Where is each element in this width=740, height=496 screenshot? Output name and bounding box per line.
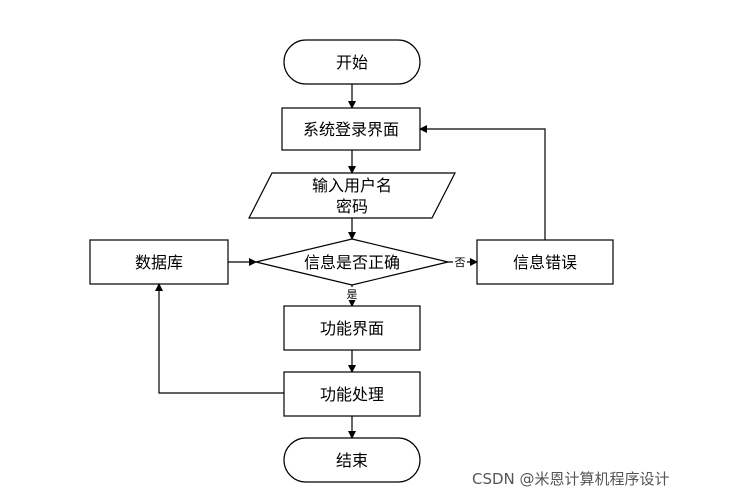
database-node: 数据库 <box>89 239 229 285</box>
login-node: 系统登录界面 <box>281 107 421 151</box>
edge-funcproc-database <box>155 283 284 394</box>
start-label: 开始 <box>336 53 368 72</box>
no-label-bg <box>453 255 467 269</box>
func-proc-node: 功能处理 <box>283 371 421 417</box>
check-label: 信息是否正确 <box>304 253 400 272</box>
func-ui-node: 功能界面 <box>283 305 421 351</box>
func-ui-label: 功能界面 <box>320 319 384 338</box>
check-node: 信息是否正确 <box>255 238 449 286</box>
end-label: 结束 <box>336 451 368 470</box>
input-label-line1: 输入用户名 <box>312 176 392 195</box>
database-label: 数据库 <box>135 253 183 272</box>
func-proc-label: 功能处理 <box>320 385 384 404</box>
start-node: 开始 <box>283 39 421 85</box>
input-label-line2: 密码 <box>336 197 368 216</box>
yes-label-bg <box>344 287 360 300</box>
no-label: 否 <box>455 256 466 269</box>
login-label: 系统登录界面 <box>303 120 399 139</box>
watermark: CSDN @米恩计算机程序设计 <box>472 470 670 488</box>
error-node: 信息错误 <box>476 239 614 285</box>
error-label: 信息错误 <box>513 253 577 272</box>
edge-error-login <box>419 125 546 240</box>
input-node: 输入用户名 密码 <box>248 172 456 219</box>
end-node: 结束 <box>283 437 421 483</box>
yes-label: 是 <box>347 288 358 301</box>
